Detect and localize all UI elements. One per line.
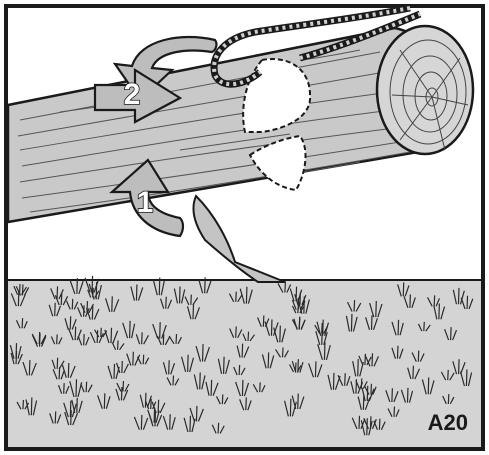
step-2-label: 2 (124, 78, 141, 111)
grass-ground (8, 276, 481, 447)
step-1-label: 1 (137, 186, 154, 219)
log-end-face (377, 26, 473, 154)
figure-code: A20 (428, 410, 468, 435)
